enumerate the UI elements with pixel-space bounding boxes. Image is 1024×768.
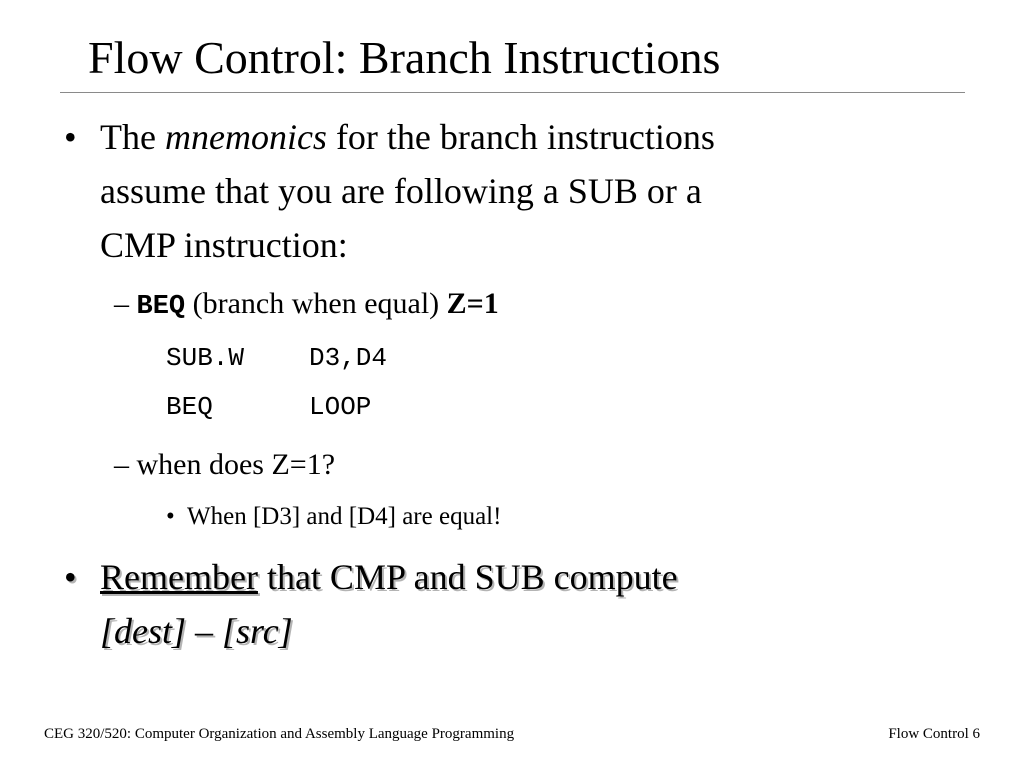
footer-slide-number: Flow Control 6 (888, 726, 980, 742)
mnemonics-emphasis: mnemonics (164, 117, 327, 157)
sub-sub-bullet-marker: • (166, 503, 175, 530)
sub-sub-item-equal: • When [D3] and [D4] are equal! (166, 500, 501, 534)
code-op: BEQ (166, 392, 213, 422)
main-bullet-line-1-rest: for the branch instructions (335, 117, 715, 157)
main-bullet-line-1: The mnemonics for the branch instruction… (100, 110, 920, 164)
code-line-1: SUB.W D3,D4 (166, 341, 387, 375)
code-args: D3,D4 (309, 343, 388, 373)
sub-dash: – (114, 287, 129, 320)
sub-item-beq: – BEQ (branch when equal) Z=1 (114, 284, 499, 327)
bullet-marker: • (64, 557, 77, 597)
beq-mnemonic: BEQ (136, 292, 186, 322)
code-op: SUB.W (166, 343, 245, 373)
main-bullet-the: The (100, 117, 156, 157)
footer-course-title: CEG 320/520: Computer Organization and A… (44, 726, 515, 742)
when-question: when does Z=1? (136, 448, 336, 481)
remember-bullet: • Remember that CMP and SUB compute [des… (64, 550, 678, 651)
main-bullet-text: The mnemonics for the branch instruction… (100, 110, 920, 272)
main-bullet-line-2: assume that you are following a SUB or a (100, 171, 702, 211)
title-divider (60, 92, 965, 93)
dest-minus-src: [dest] – [src] (100, 611, 293, 651)
remember-emphasis: Remember (100, 557, 258, 597)
remember-bullet-text: Remember that CMP and SUB compute [dest]… (100, 550, 920, 658)
beq-description: (branch when equal) (192, 287, 440, 320)
remember-line-1: Remember that CMP and SUB compute (100, 550, 920, 604)
code-line-2: BEQ LOOP (166, 390, 371, 424)
beq-flag-condition: Z=1 (446, 287, 499, 320)
equal-answer: When [D3] and [D4] are equal! (187, 503, 502, 530)
main-bullet: • The mnemonics for the branch instructi… (64, 110, 715, 265)
sub-item-when: – when does Z=1? (114, 445, 335, 485)
sub-dash: – (114, 448, 129, 481)
bullet-marker: • (64, 117, 77, 157)
main-bullet-line-3: CMP instruction: (100, 225, 348, 265)
code-args: LOOP (309, 392, 372, 422)
remember-rest: that CMP and SUB compute (266, 557, 678, 597)
slide-title: Flow Control: Branch Instructions (88, 32, 721, 83)
